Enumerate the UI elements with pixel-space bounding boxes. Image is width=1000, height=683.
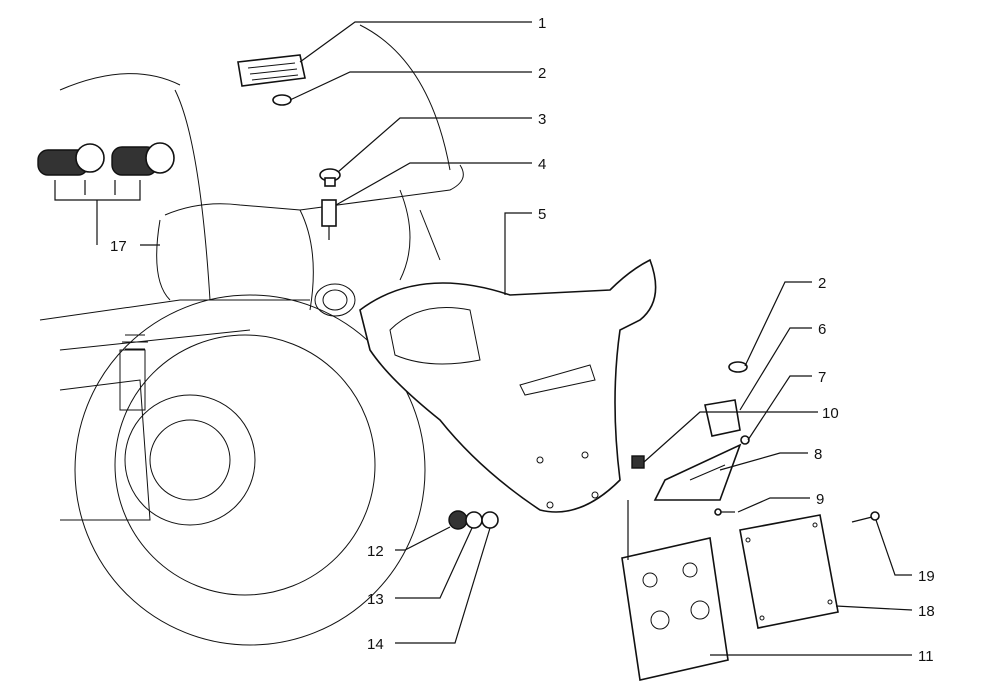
- callout-12: 12: [367, 543, 384, 560]
- part-18-plate: [739, 514, 839, 629]
- callout-6: 6: [818, 321, 826, 338]
- callout-1: 1: [538, 15, 546, 32]
- part-11-plate-holder: [621, 537, 729, 681]
- part-5-rear-cover: [359, 258, 657, 513]
- scooter-body-outline: [39, 24, 464, 351]
- callout-8: 8: [814, 446, 822, 463]
- part-4-switch: [321, 199, 337, 240]
- part-13-washer: [465, 511, 483, 529]
- part-9-screw: [714, 508, 735, 516]
- callout-14: 14: [367, 636, 384, 653]
- part-6-lamp-holder: [704, 361, 748, 437]
- leader-lines: [54, 21, 913, 656]
- part-17-grips: [37, 142, 175, 195]
- callout-10: 10: [822, 405, 839, 422]
- part-19-screw: [851, 511, 880, 523]
- rear-wheel: [59, 283, 426, 646]
- callout-2-lamp: 2: [818, 275, 826, 292]
- callout-2: 2: [538, 65, 546, 82]
- callout-19: 19: [918, 568, 935, 585]
- callout-18: 18: [918, 603, 935, 620]
- callout-3: 3: [538, 111, 546, 128]
- callout-9: 9: [816, 491, 824, 508]
- part-3-nut: [319, 168, 341, 187]
- part-10-clip: [631, 455, 645, 469]
- callout-17: 17: [110, 238, 127, 255]
- part-1-emblem: [237, 54, 306, 87]
- callout-13: 13: [367, 591, 384, 608]
- callout-4: 4: [538, 156, 546, 173]
- part-7-screw: [740, 435, 750, 445]
- part-14-washer: [481, 511, 499, 529]
- callout-7: 7: [818, 369, 826, 386]
- part-2-bulb: [272, 94, 292, 106]
- callout-5: 5: [538, 206, 546, 223]
- callout-11: 11: [918, 648, 934, 665]
- part-12-nut: [448, 510, 468, 530]
- part-8-lens: [653, 443, 742, 501]
